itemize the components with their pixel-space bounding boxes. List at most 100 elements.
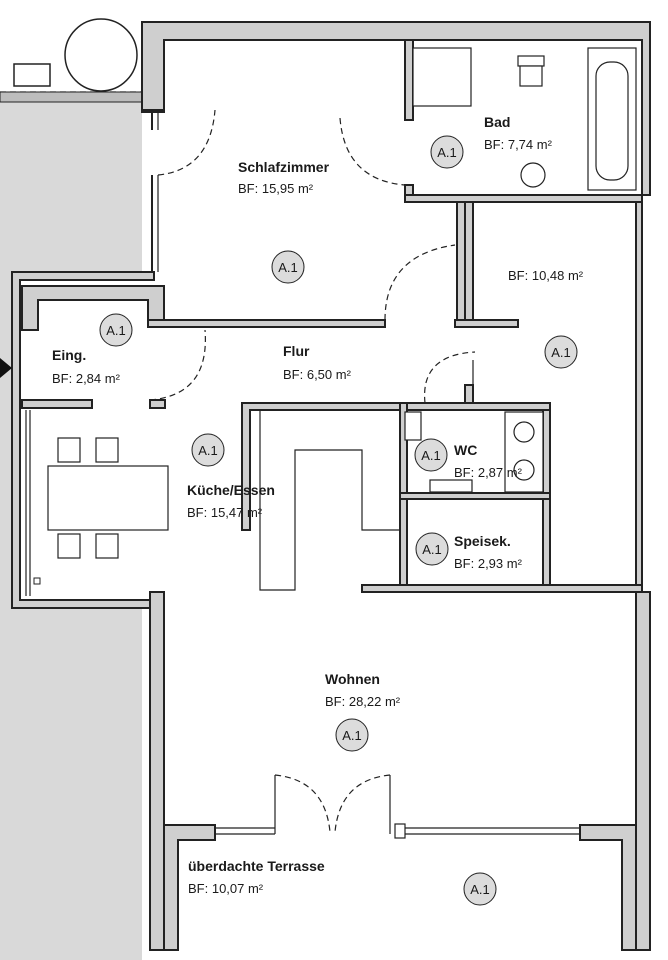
marker-bad: A.1 xyxy=(430,135,464,169)
label-eingang: Eing. xyxy=(52,347,86,363)
flur-door-swing xyxy=(384,244,456,321)
marker-room-right-label: A.1 xyxy=(551,345,571,360)
marker-kueche-circle xyxy=(191,433,225,467)
marker-terrasse: A.1 xyxy=(463,872,497,906)
hall-vertical-wall xyxy=(456,201,466,321)
entry-outer-wall xyxy=(11,271,155,609)
toilet-bowl xyxy=(519,65,543,87)
marker-schlafzimmer-circle xyxy=(271,250,305,284)
bedroom-door-swing xyxy=(157,109,216,176)
marker-room-right-circle xyxy=(544,335,578,369)
marker-terrasse-circle xyxy=(463,872,497,906)
label-flur: Flur xyxy=(283,343,310,359)
wc-door-swing xyxy=(424,351,476,404)
marker-eingang-circle xyxy=(99,313,133,347)
area-speisek: BF: 2,93 m² xyxy=(454,556,523,571)
bench-symbol xyxy=(13,63,51,87)
label-wohnen: Wohnen xyxy=(325,671,380,687)
outdoor-strip xyxy=(0,91,143,103)
outer-wall-right xyxy=(635,194,643,591)
living-left-wall xyxy=(149,591,165,951)
wc-sink xyxy=(404,411,422,441)
wc-toilet-tank xyxy=(429,479,473,493)
apartment-interior xyxy=(142,22,642,952)
marker-bad-circle xyxy=(430,135,464,169)
flur-wall-right xyxy=(454,319,519,328)
living-right-wall xyxy=(635,591,651,951)
area-bad: BF: 7,74 m² xyxy=(484,137,553,152)
bathroom-door-swing xyxy=(339,117,406,186)
marker-terrasse-label: A.1 xyxy=(470,882,490,897)
toilet-tank xyxy=(517,55,545,67)
stove-burner-2 xyxy=(513,459,535,481)
area-wc: BF: 2,87 m² xyxy=(454,465,523,480)
shower-drain xyxy=(520,162,546,188)
area-eingang: BF: 2,84 m² xyxy=(52,371,121,386)
chair-4 xyxy=(95,533,119,559)
kitchen-bottom-wall xyxy=(361,584,643,593)
marker-speisek-label: A.1 xyxy=(422,542,442,557)
dining-table xyxy=(47,465,169,531)
entrance-arrow xyxy=(0,358,12,378)
kitchen-window xyxy=(25,410,31,596)
area-wohnen: BF: 28,22 m² xyxy=(325,694,401,709)
marker-kueche-label: A.1 xyxy=(198,443,218,458)
label-schlafzimmer: Schlafzimmer xyxy=(238,159,330,175)
small-square xyxy=(33,577,41,585)
label-kueche: Küche/Essen xyxy=(187,482,275,498)
chair-3 xyxy=(57,533,81,559)
marker-eingang-label: A.1 xyxy=(106,323,126,338)
marker-speisek-circle xyxy=(415,532,449,566)
entry-box-wall xyxy=(21,285,165,331)
stove-burner-1 xyxy=(513,421,535,443)
chair-2 xyxy=(95,437,119,463)
marker-bad-label: A.1 xyxy=(437,145,457,160)
outer-wall-left-top xyxy=(141,109,165,113)
area-schlafzimmer: BF: 15,95 m² xyxy=(238,181,314,196)
marker-eingang: A.1 xyxy=(99,313,133,347)
terrace-door-right xyxy=(334,774,391,833)
tree-symbol xyxy=(64,18,138,92)
terrace-window-right xyxy=(405,827,580,835)
area-room-right: BF: 10,48 m² xyxy=(508,268,584,283)
marker-wohnen-label: A.1 xyxy=(342,728,362,743)
bathtub-inner xyxy=(595,61,629,181)
marker-room-right: A.1 xyxy=(544,335,578,369)
entry-bottom-wall xyxy=(21,399,93,409)
marker-kueche: A.1 xyxy=(191,433,225,467)
terrace-post xyxy=(394,823,406,839)
marker-wc-circle xyxy=(414,438,448,472)
bath-bottom-wall xyxy=(404,194,643,203)
marker-schlafzimmer-label: A.1 xyxy=(278,260,298,275)
terrace-wall-right xyxy=(579,824,637,951)
marker-speisek: A.1 xyxy=(415,532,449,566)
bath-left-wall-lower xyxy=(404,184,414,196)
area-kueche: BF: 15,47 m² xyxy=(187,505,263,520)
label-bad: Bad xyxy=(484,114,510,130)
entry-bottom-wall-2 xyxy=(149,399,166,409)
marker-wohnen-circle xyxy=(335,718,369,752)
marker-wc: A.1 xyxy=(414,438,448,472)
label-wc: WC xyxy=(454,442,477,458)
wc-bottom-wall xyxy=(399,492,551,500)
area-terrasse: BF: 10,07 m² xyxy=(188,881,264,896)
chair-1 xyxy=(57,437,81,463)
terrace-wall-left xyxy=(163,824,216,951)
marker-schlafzimmer: A.1 xyxy=(271,250,305,284)
terrace-window-left xyxy=(215,827,275,835)
terrace-door-jambs xyxy=(274,775,391,834)
marker-wohnen: A.1 xyxy=(335,718,369,752)
bath-left-wall xyxy=(404,39,414,121)
wc-top-wall xyxy=(399,402,551,411)
kitchen-counter xyxy=(241,402,401,531)
flur-short-wall xyxy=(464,384,474,404)
bath-cabinet xyxy=(412,47,472,107)
marker-wc-label: A.1 xyxy=(421,448,441,463)
kitchen-island xyxy=(259,410,400,591)
area-flur: BF: 6,50 m² xyxy=(283,367,352,382)
hall-vertical-wall-2 xyxy=(464,201,474,321)
bedroom-flur-wall xyxy=(147,319,386,328)
label-speisek: Speisek. xyxy=(454,533,511,549)
entry-door-swing xyxy=(149,329,206,401)
